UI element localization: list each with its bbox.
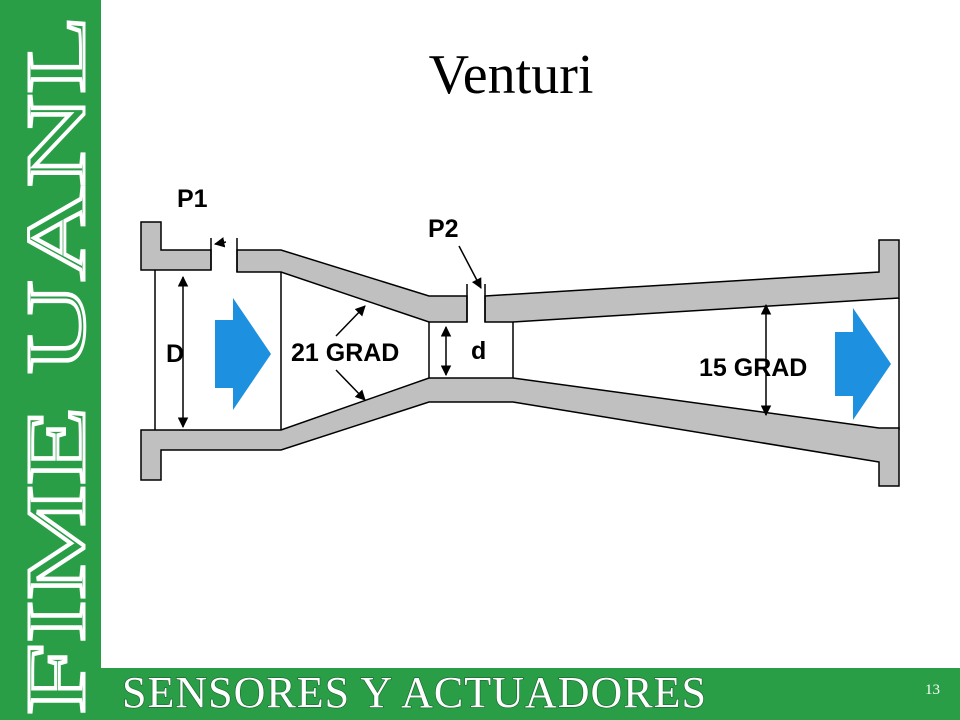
footer-bar xyxy=(101,668,960,720)
brand-sidebar: FIME UANL xyxy=(0,0,101,720)
venturi-diagram: P1 P2 D d 21 GRAD 15 GRAD xyxy=(140,185,900,487)
pipe-wall-bottom xyxy=(140,377,900,487)
footer-title: SENSORES Y ACTUADORES xyxy=(121,667,707,717)
big-diameter-label: D xyxy=(166,340,184,368)
p2-pointer-arrow xyxy=(458,245,482,289)
section-lines xyxy=(154,270,900,430)
flow-arrow-icon xyxy=(215,298,271,410)
flow-arrow-icon xyxy=(835,308,891,420)
fime-uanl-logo: FIME UANL xyxy=(9,14,102,717)
diverging-angle-label: 15 GRAD xyxy=(699,354,807,382)
21grad-pointer-bottom xyxy=(335,369,366,401)
slide-title: Venturi xyxy=(428,44,594,106)
p1-label: P1 xyxy=(177,185,208,213)
pipe-wall-top xyxy=(140,221,900,323)
page-number: 13 xyxy=(925,682,940,698)
p1-pointer-arrow xyxy=(213,237,227,248)
converging-angle-label: 21 GRAD xyxy=(291,339,399,367)
svg-text:FIME UANL: FIME UANL xyxy=(10,15,101,715)
p2-label: P2 xyxy=(428,215,459,243)
pressure-taps xyxy=(210,238,486,322)
21grad-pointer-top xyxy=(335,305,366,337)
small-diameter-label: d xyxy=(471,337,486,365)
